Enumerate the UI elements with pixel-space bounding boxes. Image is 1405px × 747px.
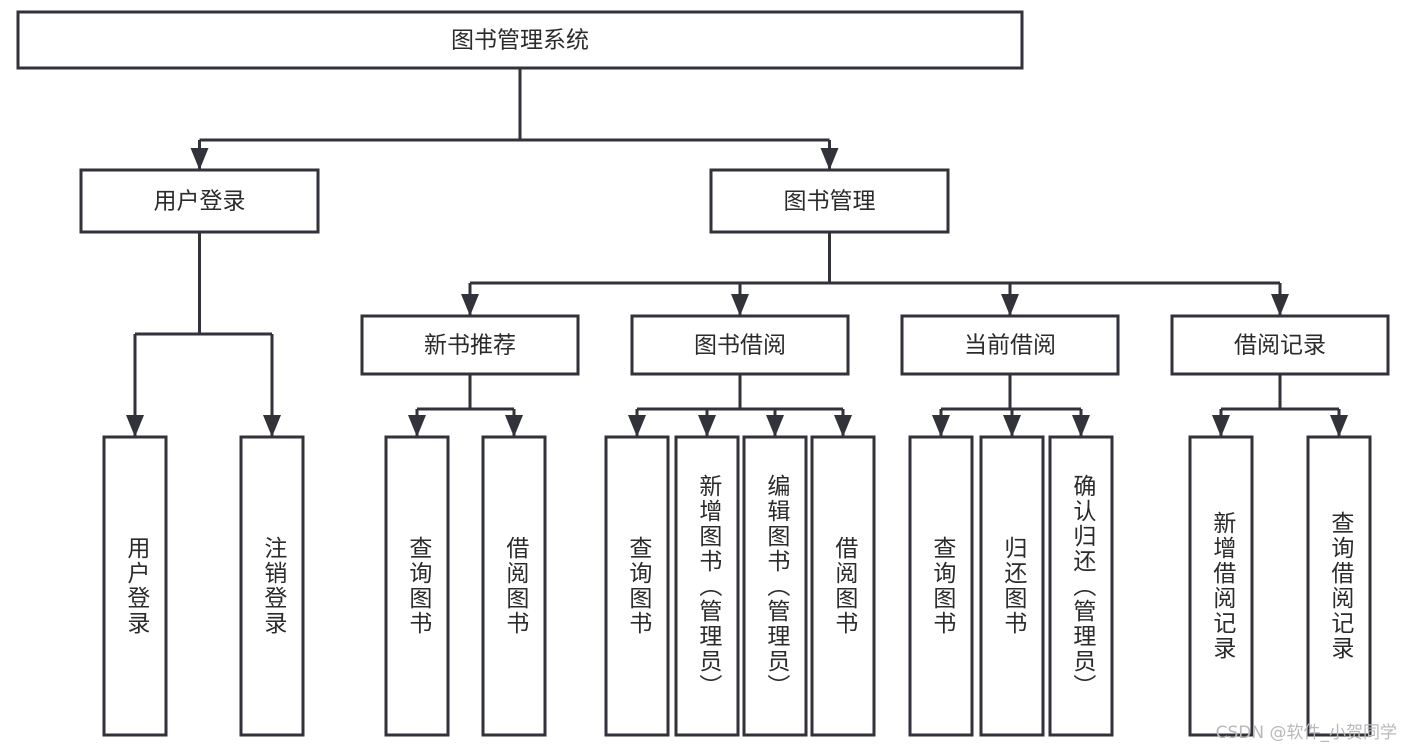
node-label-level3-1: 图书借阅 (694, 333, 786, 359)
node-box-leaf-2 (384, 435, 450, 737)
node-label-level3-3: 借阅记录 (1234, 333, 1326, 359)
node-box-level3-0 (360, 314, 580, 376)
node-box-leaf-7 (810, 435, 876, 737)
node-label-level2-1: 图书管理 (784, 189, 876, 215)
node-box-leaf-10 (1048, 435, 1114, 737)
node-box-leaf-8 (908, 435, 974, 737)
node-label-level3-0: 新书推荐 (424, 333, 516, 359)
node-box-level3-2 (900, 314, 1120, 376)
node-label-level3-2: 当前借阅 (964, 333, 1056, 359)
node-box-level2-1 (709, 168, 950, 234)
node-box-leaf-3 (481, 435, 547, 737)
node-box-root (16, 10, 1024, 70)
watermark-text: CSDN @软件_小贺同学 (1215, 723, 1397, 743)
node-box-leaf-6 (742, 435, 808, 737)
node-label-root: 图书管理系统 (451, 28, 589, 54)
node-box-level2-0 (79, 168, 320, 234)
node-box-leaf-1 (239, 435, 305, 737)
node-box-leaf-5 (674, 435, 740, 737)
node-label-level2-0: 用户登录 (154, 189, 246, 215)
connector-layer (126, 68, 1348, 437)
node-box-leaf-12 (1306, 435, 1372, 737)
node-box-leaf-0 (102, 435, 168, 737)
node-box-leaf-4 (604, 435, 670, 737)
node-box-level3-1 (630, 314, 850, 376)
node-box-layer (16, 10, 1390, 737)
node-box-leaf-11 (1188, 435, 1254, 737)
node-box-level3-3 (1170, 314, 1390, 376)
node-box-leaf-9 (979, 435, 1045, 737)
